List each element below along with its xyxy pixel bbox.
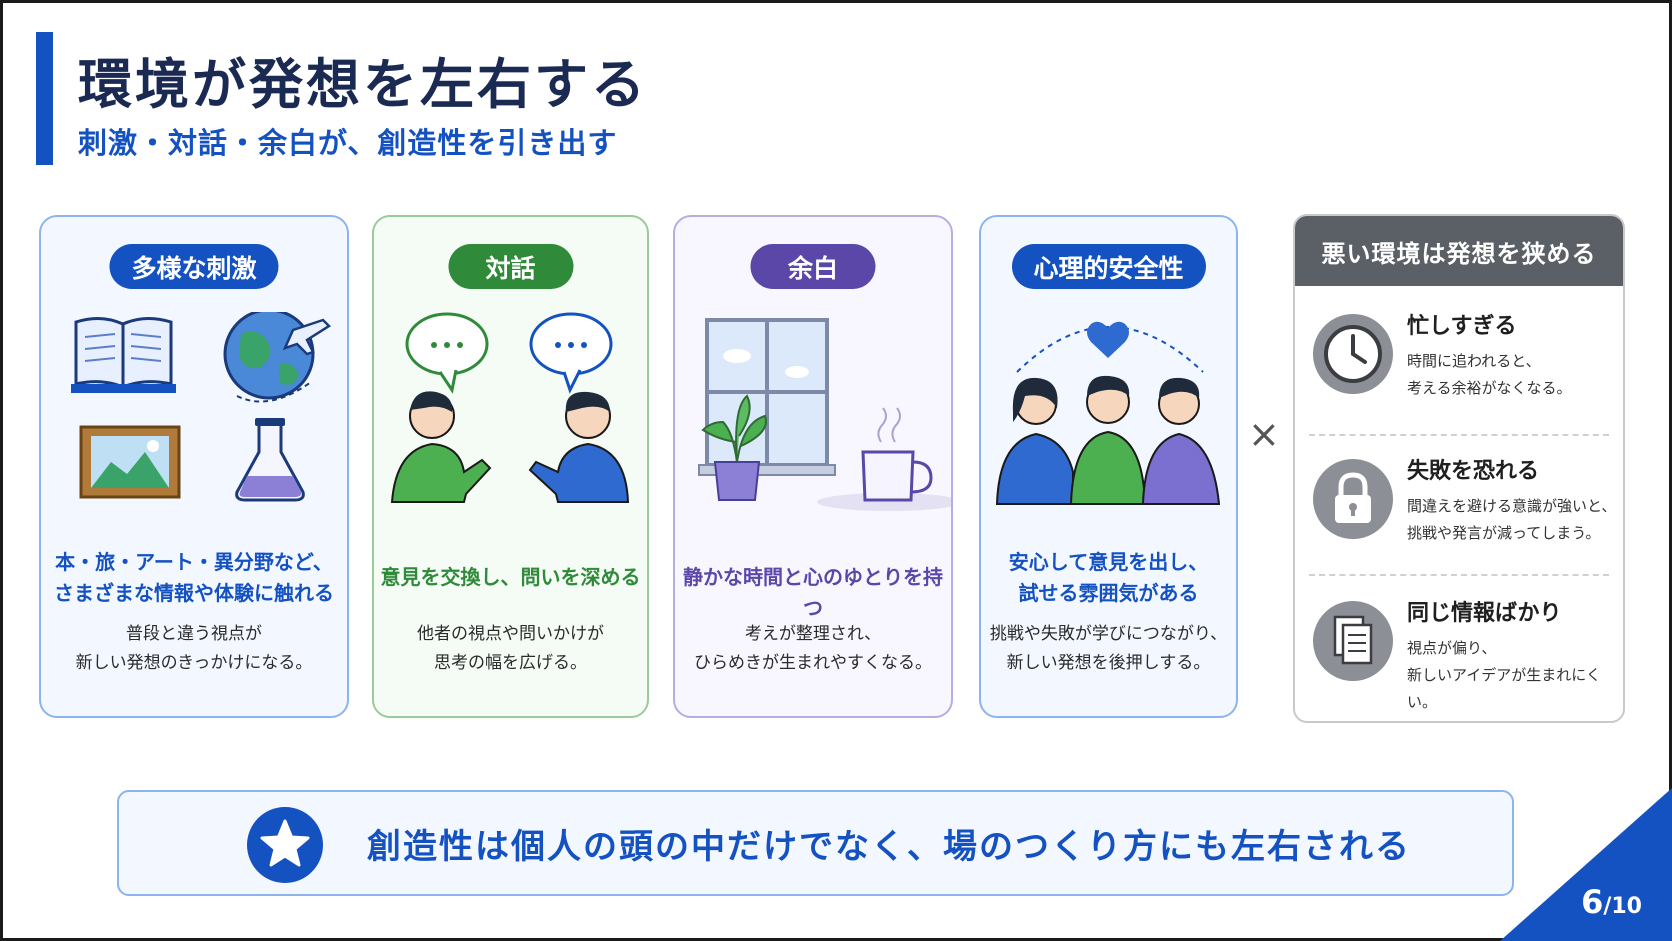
card-description: 他者の視点や問いかけが 思考の幅を広げる。 — [417, 624, 604, 673]
card-heading: 本・旅・アート・異分野など、 さまざまな情報や体験に触れる — [54, 550, 334, 605]
card-dialogue: 対話 意見を交換し、問いを深める 他者の視点や問いかけが 思 — [372, 215, 649, 718]
page-subtitle: 刺激・対話・余白が、創造性を引き出す — [78, 126, 618, 160]
page-title: 環境が発想を左右する — [78, 53, 648, 116]
card-label: 余白 — [750, 244, 876, 289]
bad-environment-header: 悪い環境は発想を狭める — [1295, 216, 1623, 286]
card-margin: 余白 静か — [673, 215, 953, 718]
card-description: 挑戦や失敗が学びにつながり、 新しい発想を後押しする。 — [989, 624, 1228, 673]
coffee-mug-icon — [817, 407, 951, 511]
divider — [1309, 434, 1609, 436]
card-label: 対話 — [448, 244, 573, 289]
multiply-operator: × — [1248, 412, 1280, 456]
page-current: 6 — [1581, 883, 1604, 921]
bad-item-description: 時間に追われると、 考える余裕がなくなる。 — [1407, 352, 1572, 397]
open-book-icon — [71, 317, 176, 393]
flask-icon — [235, 418, 305, 502]
page-total: /10 — [1603, 894, 1642, 919]
team-people-icon — [995, 375, 1221, 505]
conversation-people-icon — [390, 391, 630, 503]
clock-icon — [1313, 314, 1393, 394]
conclusion-banner: 創造性は個人の頭の中だけでなく、場のつくり方にも左右される — [117, 790, 1514, 896]
card-heading: 静かな時間と心のゆとりを持つ — [683, 565, 943, 620]
window-icon — [698, 318, 836, 476]
bad-item-same-info: 同じ情報ばかり 視点が偏り、 新しいアイデアが生まれにくい。 — [1295, 573, 1623, 711]
speech-bubble-icon — [529, 312, 613, 394]
bad-item-description: 視点が偏り、 新しいアイデアが生まれにくい。 — [1407, 639, 1601, 711]
card-illustration — [675, 312, 951, 752]
speech-bubble-icon — [405, 312, 489, 394]
card-psychological-safety: 心理的安全性 安心して意見を出し、 試せる雰囲気がある 挑戦や失敗が学びにつなが… — [979, 215, 1238, 718]
card-diverse-stimulus: 多様な刺激 — [39, 215, 349, 718]
card-illustration — [981, 312, 1236, 752]
potted-plant-icon — [701, 394, 767, 501]
bad-item-fear-of-failure: 失敗を恐れる 間違えを避ける意識が強いと、 挑戦や発言が減ってしまう。 — [1295, 431, 1623, 561]
card-label: 多様な刺激 — [109, 244, 279, 289]
bad-item-title: 同じ情報ばかり — [1407, 601, 1562, 626]
bad-item-title: 忙しすぎる — [1407, 314, 1517, 339]
lock-icon — [1313, 459, 1393, 539]
globe-airplane-icon — [223, 312, 331, 403]
page-corner-decoration — [1500, 788, 1672, 941]
card-label: 心理的安全性 — [1011, 244, 1206, 289]
card-heading: 安心して意見を出し、 試せる雰囲気がある — [1008, 550, 1209, 605]
star-icon — [247, 807, 323, 883]
title-accent-bar — [36, 32, 53, 165]
card-illustration — [41, 312, 347, 752]
conclusion-message: 創造性は個人の頭の中だけでなく、場のつくり方にも左右される — [367, 826, 1411, 867]
bad-item-description: 間違えを避ける意識が強いと、 挑戦や発言が減ってしまう。 — [1407, 497, 1617, 542]
bad-environment-panel: 悪い環境は発想を狭める 忙しすぎる 時間に追われると、 考える余裕がなくなる。 … — [1293, 214, 1625, 723]
page-number: 6/10 — [1581, 883, 1642, 921]
card-description: 普段と違う視点が 新しい発想のきっかけになる。 — [75, 624, 313, 673]
heart-icon — [1087, 321, 1129, 358]
card-illustration — [374, 312, 647, 752]
landscape-painting-icon — [79, 425, 181, 499]
divider — [1309, 574, 1609, 576]
bad-item-too-busy: 忙しすぎる 時間に追われると、 考える余裕がなくなる。 — [1295, 286, 1623, 416]
documents-icon — [1313, 601, 1393, 681]
card-heading: 意見を交換し、問いを深める — [380, 565, 641, 589]
card-description: 考えが整理され、 ひらめきが生まれやすくなる。 — [694, 624, 932, 673]
bad-item-title: 失敗を恐れる — [1407, 459, 1540, 484]
